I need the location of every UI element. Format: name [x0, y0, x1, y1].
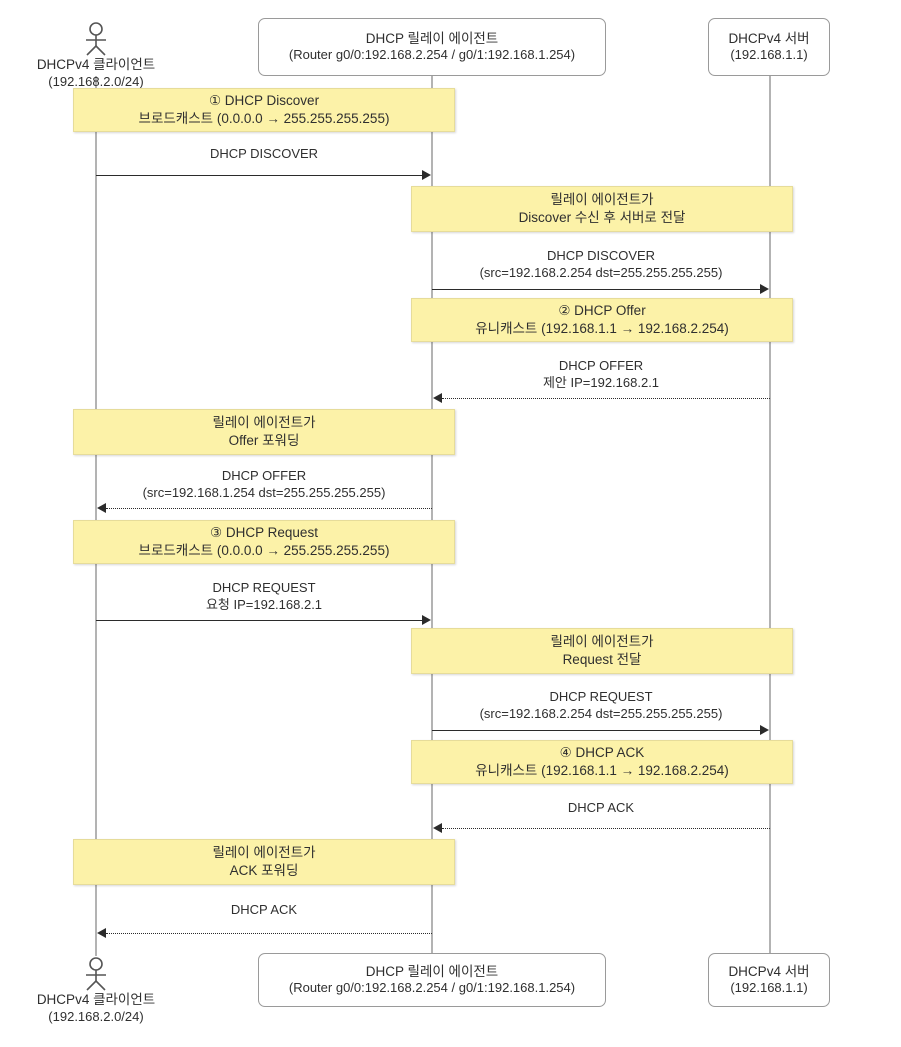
msg-discover-relayed-line2: (src=192.168.2.254 dst=255.255.255.255) — [479, 264, 723, 280]
note-relay-request-forward: 릴레이 에이전트가 Request 전달 — [411, 628, 793, 674]
msg-offer-relayed-line2: (src=192.168.1.254 dst=255.255.255.255) — [142, 484, 386, 500]
msg-offer-line2: 제안 IP=192.168.2.1 — [542, 374, 660, 390]
msg-request-arrowhead — [422, 615, 431, 625]
msg-discover-relayed-label: DHCP DISCOVER (src=192.168.2.254 dst=255… — [432, 248, 770, 282]
note-request: ③ DHCP Request 브로드캐스트 (0.0.0.0 → 255.255… — [73, 520, 455, 564]
participant-relay-bottom: DHCP 릴레이 에이전트 (Router g0/0:192.168.2.254… — [258, 953, 606, 1007]
actor-client-name: DHCPv4 클라이언트 — [36, 992, 156, 1007]
note-request-line1: ③ DHCP Request — [210, 525, 318, 541]
participant-relay-name: DHCP 릴레이 에이전트 — [365, 30, 499, 46]
msg-request-label: DHCP REQUEST 요청 IP=192.168.2.1 — [96, 580, 432, 614]
msg-request-arrow — [96, 620, 423, 621]
note-relay-discover-forward: 릴레이 에이전트가 Discover 수신 후 서버로 전달 — [411, 186, 793, 232]
note-relay-discover-forward-line1: 릴레이 에이전트가 — [550, 192, 654, 208]
note-relay-offer-forward-line1: 릴레이 에이전트가 — [212, 415, 316, 431]
participant-server-detail: (192.168.1.1) — [730, 980, 808, 996]
msg-offer-arrowhead — [433, 393, 442, 403]
msg-ack-relayed-arrow — [106, 933, 432, 934]
participant-server-bottom: DHCPv4 서버 (192.168.1.1) — [708, 953, 830, 1007]
msg-offer-relayed-label: DHCP OFFER (src=192.168.1.254 dst=255.25… — [96, 468, 432, 502]
msg-ack-relayed-arrowhead — [97, 928, 106, 938]
msg-offer-relayed-arrowhead — [97, 503, 106, 513]
note-request-line2: 브로드캐스트 (0.0.0.0 → 255.255.255.255) — [138, 543, 390, 558]
msg-request-relayed-line1: DHCP REQUEST — [549, 689, 653, 704]
participant-relay-top: DHCP 릴레이 에이전트 (Router g0/0:192.168.2.254… — [258, 18, 606, 76]
msg-request-relayed-arrow — [432, 730, 761, 731]
msg-ack-relayed-line1: DHCP ACK — [230, 902, 298, 917]
note-discover-line2: 브로드캐스트 (0.0.0.0 → 255.255.255.255) — [138, 111, 390, 126]
msg-offer-relayed-arrow — [106, 508, 432, 509]
msg-request-line2: 요청 IP=192.168.2.1 — [205, 596, 323, 612]
msg-discover-label: DHCP DISCOVER — [96, 146, 432, 163]
actor-client-top: DHCPv4 클라이언트 (192.168.2.0/24) — [16, 22, 176, 90]
actor-client-bottom: DHCPv4 클라이언트 (192.168.2.0/24) — [16, 957, 176, 1025]
msg-discover-arrowhead — [422, 170, 431, 180]
note-relay-request-forward-line1: 릴레이 에이전트가 — [550, 634, 654, 650]
note-discover: ① DHCP Discover 브로드캐스트 (0.0.0.0 → 255.25… — [73, 88, 455, 132]
participant-relay-detail: (Router g0/0:192.168.2.254 / g0/1:192.16… — [288, 47, 576, 63]
msg-discover-relayed-arrowhead — [760, 284, 769, 294]
msg-ack-label: DHCP ACK — [432, 800, 770, 817]
actor-icon — [86, 22, 106, 56]
msg-offer-relayed-line1: DHCP OFFER — [221, 468, 307, 483]
lifeline-server — [769, 76, 771, 956]
msg-discover-relayed-line1: DHCP DISCOVER — [546, 248, 656, 263]
note-discover-line1: ① DHCP Discover — [208, 93, 320, 109]
participant-relay-name: DHCP 릴레이 에이전트 — [365, 963, 499, 979]
lifeline-client — [95, 76, 97, 956]
participant-server-top: DHCPv4 서버 (192.168.1.1) — [708, 18, 830, 76]
msg-ack-arrowhead — [433, 823, 442, 833]
actor-client-name: DHCPv4 클라이언트 — [36, 57, 156, 72]
note-relay-request-forward-line2: Request 전달 — [562, 652, 642, 667]
note-offer: ② DHCP Offer 유니캐스트 (192.168.1.1 → 192.16… — [411, 298, 793, 342]
actor-client-detail: (192.168.2.0/24) — [48, 73, 144, 89]
participant-server-detail: (192.168.1.1) — [730, 47, 808, 63]
msg-discover-line1: DHCP DISCOVER — [209, 146, 319, 161]
note-offer-line2: 유니캐스트 (192.168.1.1 → 192.168.2.254) — [475, 321, 729, 336]
note-ack-line2: 유니캐스트 (192.168.1.1 → 192.168.2.254) — [475, 763, 729, 778]
note-ack-line1: ④ DHCP ACK — [559, 745, 645, 761]
msg-ack-line1: DHCP ACK — [567, 800, 635, 815]
note-offer-line1: ② DHCP Offer — [558, 303, 646, 319]
participant-server-name: DHCPv4 서버 — [728, 963, 810, 979]
msg-request-relayed-line2: (src=192.168.2.254 dst=255.255.255.255) — [479, 705, 723, 721]
msg-request-relayed-label: DHCP REQUEST (src=192.168.2.254 dst=255.… — [432, 689, 770, 723]
note-relay-ack-forward: 릴레이 에이전트가 ACK 포워딩 — [73, 839, 455, 885]
msg-offer-label: DHCP OFFER 제안 IP=192.168.2.1 — [432, 358, 770, 392]
note-relay-ack-forward-line1: 릴레이 에이전트가 — [212, 845, 316, 861]
note-relay-ack-forward-line2: ACK 포워딩 — [229, 863, 299, 878]
actor-icon — [86, 957, 106, 991]
note-relay-discover-forward-line2: Discover 수신 후 서버로 전달 — [518, 210, 686, 225]
msg-offer-line1: DHCP OFFER — [558, 358, 644, 373]
note-ack: ④ DHCP ACK 유니캐스트 (192.168.1.1 → 192.168.… — [411, 740, 793, 784]
note-relay-offer-forward-line2: Offer 포워딩 — [228, 433, 300, 448]
msg-discover-arrow — [96, 175, 423, 176]
msg-discover-relayed-arrow — [432, 289, 761, 290]
msg-request-relayed-arrowhead — [760, 725, 769, 735]
msg-ack-relayed-label: DHCP ACK — [96, 902, 432, 919]
lifeline-relay — [431, 76, 433, 956]
msg-offer-arrow — [442, 398, 770, 399]
msg-request-line1: DHCP REQUEST — [212, 580, 316, 595]
participant-server-name: DHCPv4 서버 — [728, 30, 810, 46]
note-relay-offer-forward: 릴레이 에이전트가 Offer 포워딩 — [73, 409, 455, 455]
participant-relay-detail: (Router g0/0:192.168.2.254 / g0/1:192.16… — [288, 980, 576, 996]
msg-ack-arrow — [442, 828, 770, 829]
actor-client-detail: (192.168.2.0/24) — [48, 1008, 144, 1024]
